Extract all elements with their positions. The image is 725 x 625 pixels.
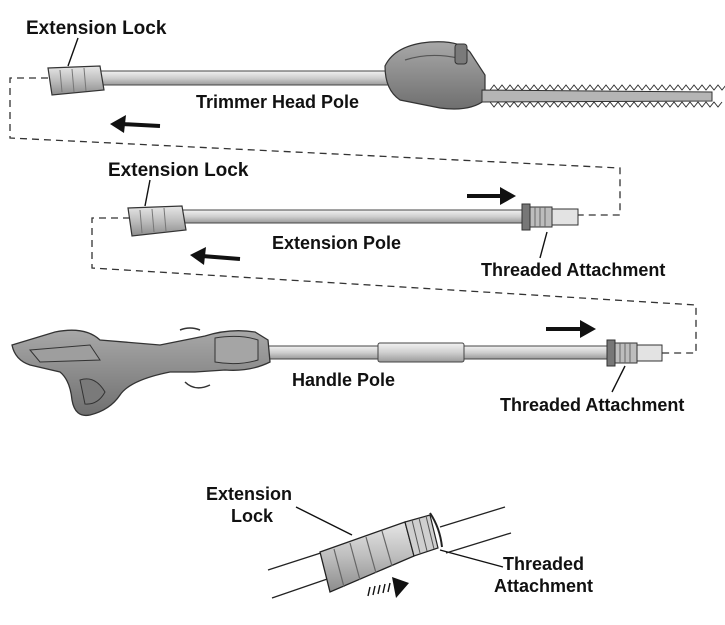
arrow-left-mid — [190, 247, 241, 265]
handle-body — [11, 327, 271, 417]
leader-lines — [67, 37, 626, 568]
label-detail-extension-line1: Extension — [206, 484, 292, 504]
label-detail-threaded-line1: Threaded — [503, 554, 584, 574]
label-threaded-attachment-mid: Threaded Attachment — [481, 260, 665, 280]
label-detail-extension-line2: Lock — [231, 506, 274, 526]
trimmer-head-pole — [47, 41, 725, 110]
extension-lock-mid — [127, 205, 187, 237]
extension-pole — [127, 203, 579, 237]
direction-arrows — [110, 115, 596, 338]
detail-pole-lines — [267, 506, 512, 599]
threaded-attachment-mid-part — [521, 203, 579, 231]
arrow-right-mid — [467, 187, 516, 205]
label-detail-threaded-line2: Attachment — [494, 576, 593, 596]
labels: Extension Lock Trimmer Head Pole Extensi… — [26, 18, 684, 596]
label-extension-lock-top: Extension Lock — [26, 18, 167, 39]
threaded-attachment-bottom-part — [606, 339, 663, 367]
label-extension-lock-mid: Extension Lock — [108, 160, 249, 181]
extension-lock-top — [47, 65, 105, 96]
dashed-path-lines — [9, 77, 697, 354]
label-trimmer-head-pole: Trimmer Head Pole — [196, 92, 359, 112]
hedge-blade — [481, 84, 725, 108]
detail-push-arrow — [367, 577, 409, 598]
extension-pole-tube — [179, 209, 526, 224]
label-threaded-attachment-bottom: Threaded Attachment — [500, 395, 684, 415]
handle-pole — [11, 327, 663, 417]
trimmer-pole-tube — [97, 70, 399, 86]
label-handle-pole: Handle Pole — [292, 370, 395, 390]
detail-threaded-part — [404, 512, 443, 557]
detail-inset — [267, 506, 512, 599]
handle-pole-sleeve — [377, 342, 465, 363]
arrow-left-top — [110, 115, 161, 133]
trimmer-head — [384, 41, 725, 110]
label-extension-pole: Extension Pole — [272, 233, 401, 253]
arrow-right-bottom — [546, 320, 596, 338]
